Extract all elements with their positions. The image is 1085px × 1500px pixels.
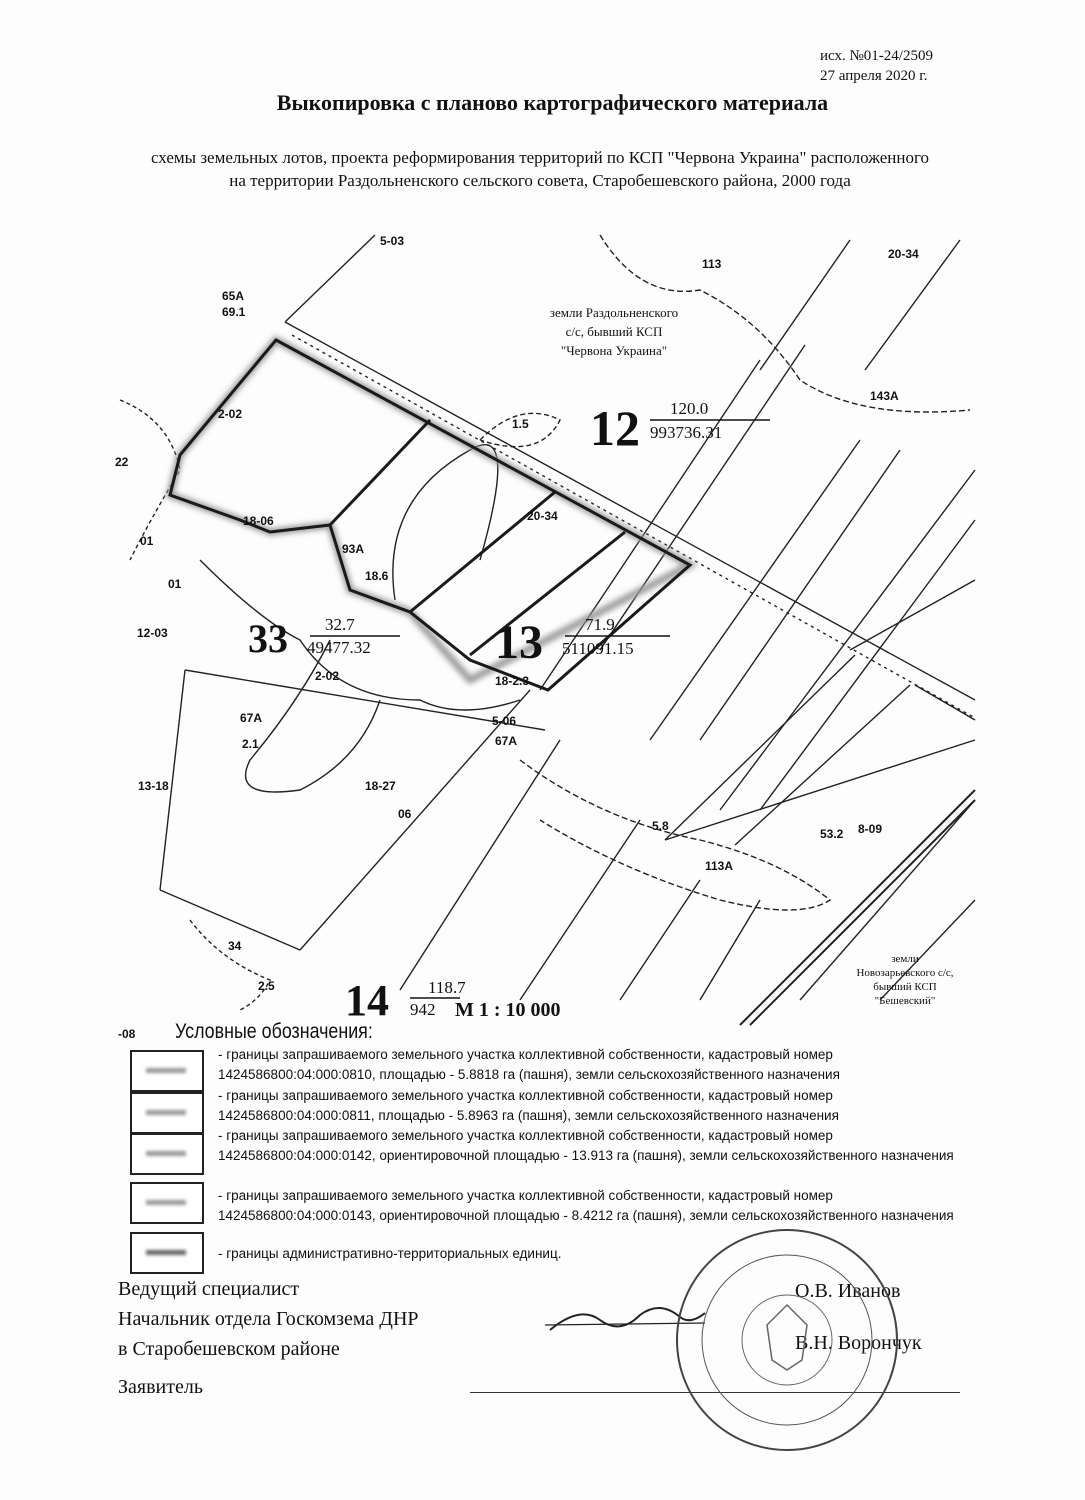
- map-label: 20-34: [527, 509, 558, 523]
- map-label: 18-2.3: [495, 674, 529, 688]
- map-label: 18.6: [365, 569, 389, 583]
- map-label: 69.1: [222, 305, 246, 319]
- map-scale: М 1 : 10 000: [455, 999, 561, 1021]
- map-label: 01: [140, 534, 154, 548]
- requested-parcels: [165, 335, 698, 692]
- lot-14-value: 942: [410, 1000, 436, 1019]
- reference-number: исх. №01-24/2509: [820, 48, 933, 64]
- legend-item-5: - границы административно-территориальны…: [218, 1246, 562, 1261]
- map-label: 113А: [705, 859, 733, 873]
- legend-item-3: - границы запрашиваемого земельного учас…: [218, 1128, 954, 1163]
- map-label: 12-03: [137, 626, 168, 640]
- region-south-line2: Новозарьевского с/с,: [856, 967, 953, 979]
- legend-item-2: - границы запрашиваемого земельного учас…: [218, 1088, 839, 1123]
- map-label: 5-06: [492, 714, 516, 728]
- role-lead-specialist: Ведущий специалист: [118, 1278, 300, 1300]
- map-label: 53.2: [820, 827, 844, 841]
- field-lines: [119, 234, 976, 1011]
- map-label: 1.5: [512, 417, 529, 431]
- legend-title: Условные обозначения:: [175, 1020, 373, 1043]
- map-label: 93А: [342, 542, 364, 556]
- map-label: 143А: [870, 389, 899, 403]
- lot-33-value: 49477.32: [307, 638, 371, 657]
- region-south-line3: бывший КСП: [873, 981, 937, 993]
- map-label: 01: [168, 577, 182, 591]
- lot-12-number: 12: [590, 400, 640, 456]
- map-label: -08: [118, 1027, 136, 1041]
- map-label: 67А: [240, 711, 262, 725]
- legend-item-4: - границы запрашиваемого земельного учас…: [218, 1188, 954, 1223]
- map-label: 5-03: [380, 234, 404, 248]
- legend-symbol-4: [130, 1182, 204, 1224]
- applicant-signature-line: [470, 1392, 960, 1393]
- applicant-label: Заявитель: [118, 1376, 203, 1398]
- lot-33-area: 32.7: [325, 615, 355, 634]
- lot-33-number: 33: [248, 616, 288, 661]
- map-labels: земли Раздольненского с/с, бывший КСП "Ч…: [115, 234, 976, 1041]
- map-label: 18-27: [365, 779, 396, 793]
- lot-13-area: 71.9: [585, 615, 615, 634]
- map-label: 2.1: [242, 737, 259, 751]
- map-label: 2-02: [218, 407, 242, 421]
- map-label: 13-18: [138, 779, 169, 793]
- cadastral-map: земли Раздольненского с/с, бывший КСП "Ч…: [115, 234, 976, 1041]
- role-district: в Старобешевском районе: [118, 1338, 340, 1360]
- official-stamp: [676, 1229, 898, 1451]
- lot-12-area: 120.0: [670, 399, 708, 418]
- role-department-head: Начальник отдела Госкомзема ДНР: [118, 1308, 419, 1330]
- region-south-line4: "Бешевский": [875, 995, 936, 1007]
- name-ivanov: О.В. Иванов: [795, 1280, 901, 1302]
- region-north-line3: "Червона Украина": [561, 343, 667, 358]
- legend-symbol-1: [130, 1050, 204, 1092]
- lot-12-value: 993736.31: [650, 423, 722, 442]
- map-label: 06: [398, 807, 412, 821]
- legend-item-1: - границы запрашиваемого земельного учас…: [218, 1047, 840, 1082]
- map-label: 5.8: [652, 819, 669, 833]
- map-label: 8-09: [858, 822, 882, 836]
- reference-date: 27 апреля 2020 г.: [820, 68, 928, 84]
- legend-symbol-3: [130, 1133, 204, 1175]
- region-south-line1: земли: [891, 953, 919, 965]
- map-label: 67А: [495, 734, 517, 748]
- map-label: 20-34: [888, 247, 919, 261]
- map-label: 113: [702, 257, 722, 271]
- lot-13-value: 511091.15: [562, 639, 634, 658]
- region-north-line2: с/с, бывший КСП: [566, 324, 663, 339]
- map-label: 65А: [222, 289, 244, 303]
- map-label: 2-02: [315, 669, 339, 683]
- name-voronchuk: В.Н. Ворончук: [795, 1332, 922, 1354]
- lot-14-number: 14: [345, 976, 389, 1025]
- lot-13-number: 13: [495, 616, 543, 669]
- region-north-line1: земли Раздольненского: [550, 305, 678, 320]
- reference-block: исх. №01-24/2509 27 апреля 2020 г.: [820, 46, 933, 86]
- lot-14-area: 118.7: [428, 978, 466, 997]
- legend-symbol-5: [130, 1232, 204, 1274]
- legend-symbol-2: [130, 1092, 204, 1134]
- document-subtitle: схемы земельных лотов, проекта реформиро…: [150, 148, 930, 190]
- map-label: 18-06: [243, 514, 274, 528]
- map-label: 34: [228, 939, 242, 953]
- document-title: Выкопировка с планово картографического …: [276, 90, 829, 115]
- map-label: 22: [115, 455, 129, 469]
- map-label: 2.5: [258, 979, 275, 993]
